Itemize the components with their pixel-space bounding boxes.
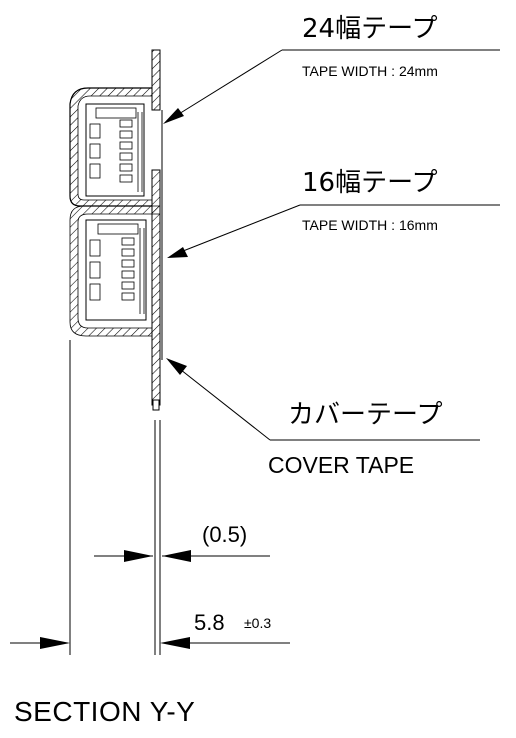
carrier-tape-tip xyxy=(152,399,160,411)
tape16-label-jp: 16幅テープ xyxy=(302,168,438,198)
leader-24mm xyxy=(163,49,500,124)
cover-tape-label-jp: カバーテープ xyxy=(288,400,443,430)
lower-pocket-hatch xyxy=(69,205,161,337)
upper-pocket-outline xyxy=(69,87,152,207)
tape24-label-en: TAPE WIDTH : 24mm xyxy=(302,63,438,79)
lower-component-header xyxy=(97,223,139,235)
carrier-tape-upper xyxy=(151,49,161,111)
leader-16mm xyxy=(167,204,500,258)
lower-component-body xyxy=(85,219,147,321)
tape16-label-en: TAPE WIDTH : 16mm xyxy=(302,217,438,233)
carrier-tape-lower xyxy=(151,169,161,406)
upper-pocket xyxy=(69,87,153,207)
dimension-total-tolerance: ±0.3 xyxy=(244,615,272,631)
upper-component-body xyxy=(85,103,145,197)
lower-pocket xyxy=(69,205,161,337)
lower-component-pins xyxy=(89,228,145,314)
section-title: SECTION Y-Y xyxy=(14,696,196,727)
upper-component-header xyxy=(95,107,137,119)
carrier-tape xyxy=(151,49,163,655)
upper-pocket-hatch xyxy=(69,87,153,207)
upper-component-pins xyxy=(89,112,143,192)
cover-tape-label-en: COVER TAPE xyxy=(268,452,415,478)
dimension-total-value: 5.8 xyxy=(194,610,225,635)
leader-cover-tape xyxy=(166,358,480,441)
dimension-gap-value: (0.5) xyxy=(202,522,248,547)
tape24-label-jp: 24幅テープ xyxy=(302,14,438,44)
dimension-total xyxy=(10,637,290,649)
dimension-gap xyxy=(94,550,270,562)
